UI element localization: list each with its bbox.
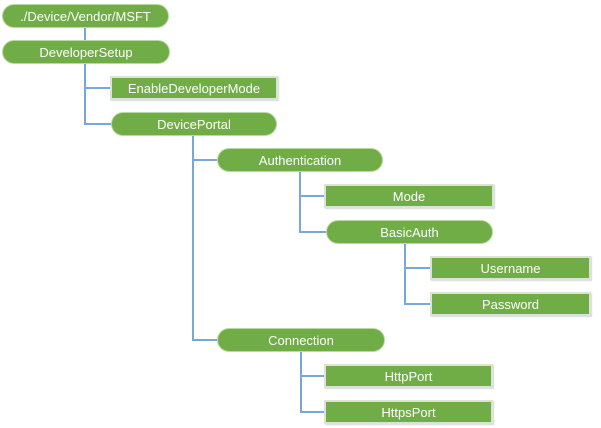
node-deviceportal: DevicePortal (111, 112, 277, 136)
node-basicauth: BasicAuth (326, 220, 493, 244)
connector-to-password (404, 303, 430, 305)
node-httpport: HttpPort (324, 364, 493, 388)
node-mode: Mode (324, 184, 494, 208)
connector-basicauth-trunk (404, 244, 406, 304)
connector-to-basicauth (299, 231, 326, 233)
connector-msft-to-developersetup (84, 28, 86, 40)
connector-to-authentication (192, 159, 217, 161)
connector-to-deviceportal (84, 123, 112, 125)
connector-developersetup-trunk (84, 64, 86, 124)
node-username: Username (430, 256, 591, 280)
connector-to-enabledevelopermode (84, 87, 110, 89)
node-authentication: Authentication (217, 148, 383, 172)
node-connection: Connection (217, 328, 385, 352)
connector-to-connection (192, 339, 217, 341)
connector-deviceportal-trunk (192, 136, 194, 340)
node-developersetup: DeveloperSetup (2, 40, 170, 64)
connector-to-httpsport (300, 411, 324, 413)
node-password: Password (430, 292, 591, 316)
node-httpsport: HttpsPort (324, 400, 493, 424)
connector-to-httpport (300, 375, 324, 377)
node-msft-root: ./Device/Vendor/MSFT (2, 4, 169, 28)
connector-to-username (404, 267, 430, 269)
node-enabledevelopermode: EnableDeveloperMode (110, 76, 278, 100)
connector-authentication-trunk (299, 172, 301, 232)
connector-to-mode (299, 195, 324, 197)
connector-connection-trunk (300, 352, 302, 412)
